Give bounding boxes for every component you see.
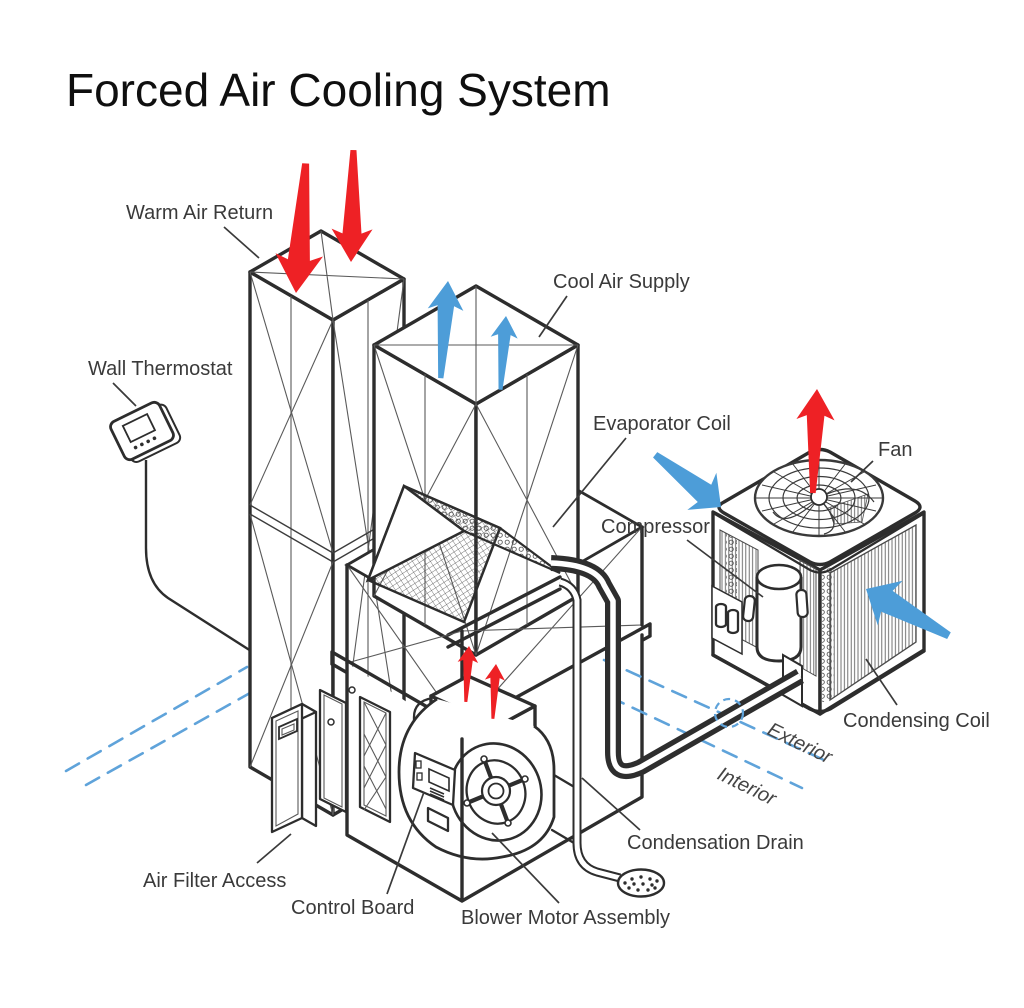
boundary-crossing-circle: [713, 697, 745, 729]
screw-icon: [327, 718, 335, 726]
compressor-cylinder: [742, 563, 809, 663]
wall-thermostat: [109, 400, 182, 463]
leader-fan: [850, 460, 874, 483]
label-blower-motor-assembly: Blower Motor Assembly: [461, 907, 670, 929]
evaporator-coil: [365, 484, 562, 649]
drain-cover: [616, 868, 666, 898]
label-cool-air-supply: Cool Air Supply: [553, 271, 690, 293]
condensing-unit: [711, 447, 926, 716]
leader-condensation-drain: [581, 777, 641, 831]
leader-condensing-coil: [865, 658, 898, 706]
coil-pan-rim: [446, 575, 562, 649]
label-air-filter-access: Air Filter Access: [143, 870, 286, 892]
label-warm-air-return: Warm Air Return: [126, 202, 273, 224]
label-fan: Fan: [878, 439, 912, 461]
duct-seam: [249, 504, 405, 563]
label-control-board: Control Board: [291, 897, 414, 919]
refrigerant-lines: [550, 555, 804, 779]
side-access-panel: [318, 688, 348, 814]
label-evaporator-coil: Evaporator Coil: [593, 413, 731, 435]
leader-blower-motor: [491, 832, 560, 904]
leader-air-filter-access: [256, 833, 292, 864]
leader-wall-thermostat: [112, 382, 137, 407]
leader-control-board: [386, 791, 425, 895]
boundary-dashes-left: [64, 665, 252, 787]
thermostat-wire: [144, 460, 252, 653]
label-interior: Interior: [714, 763, 781, 811]
label-condensation-drain: Condensation Drain: [627, 832, 804, 854]
air-filter-frame: [358, 695, 392, 824]
label-exterior: Exterior: [764, 719, 837, 770]
condensation-drain-pipe: [558, 577, 666, 898]
label-wall-thermostat: Wall Thermostat: [88, 358, 233, 380]
condensing-coil-fins: [822, 523, 917, 703]
cool-air-supply-duct: [372, 284, 580, 657]
label-condensing-coil: Condensing Coil: [843, 710, 990, 732]
leader-evaporator-coil: [552, 437, 627, 528]
motor-mount-spokes: [464, 756, 528, 826]
leader-warm-air-return: [223, 226, 260, 259]
label-compressor: Compressor: [601, 516, 710, 538]
boundary-dashes-right: [602, 658, 826, 790]
thermostat-screen: [121, 412, 157, 444]
air-filter-access-door: [270, 702, 318, 834]
service-valve-panel: [711, 584, 743, 656]
screw-icon: [348, 686, 356, 694]
leader-compressor: [686, 539, 764, 598]
furnace-cabinet: [345, 633, 644, 903]
leader-lines: [112, 226, 898, 904]
page-title: Forced Air Cooling System: [66, 64, 611, 116]
spoke-bolts: [463, 755, 529, 827]
leader-cool-air-supply: [538, 295, 568, 338]
fan-grille: [753, 458, 885, 538]
